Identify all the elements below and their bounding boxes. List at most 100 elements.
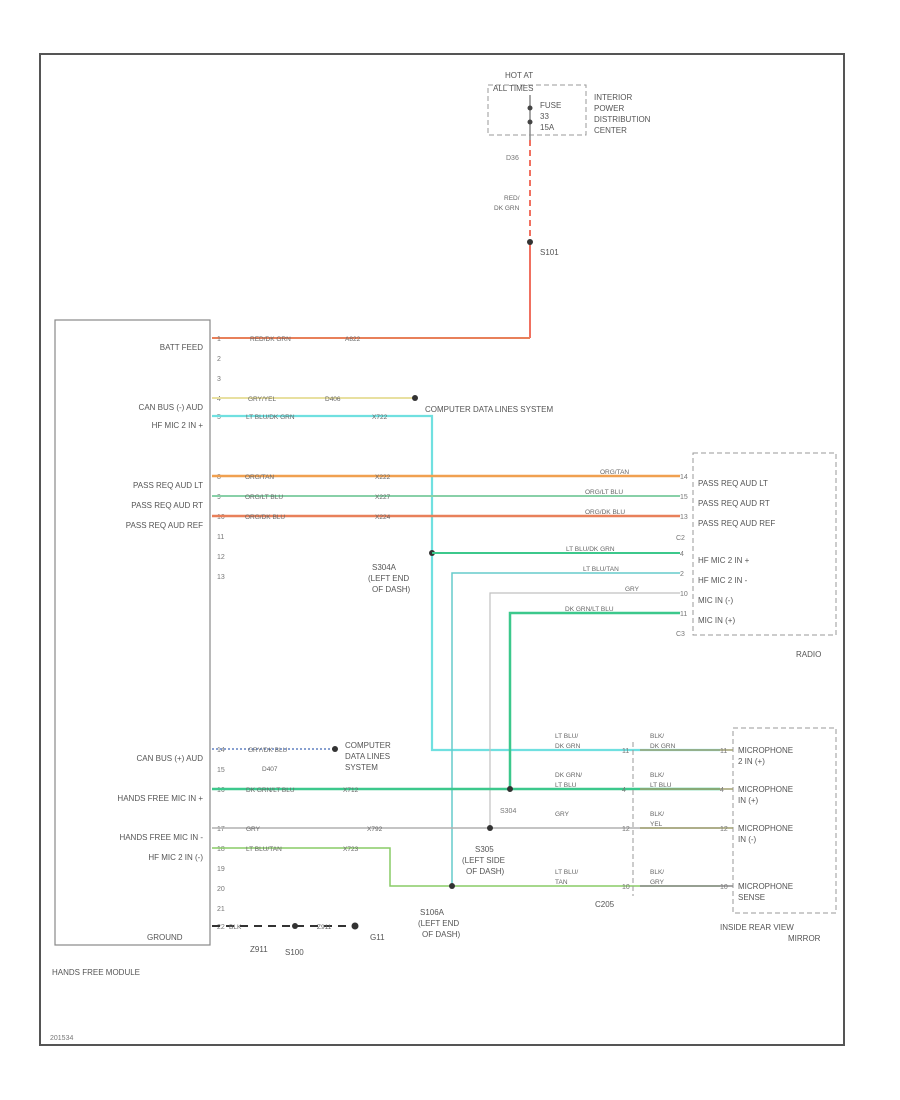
fuse-box-name-2: POWER <box>594 104 624 113</box>
mirror-pin-label-2: IN (+) <box>738 796 759 805</box>
hfm-pin-label: BATT FEED <box>160 343 203 352</box>
fuse-box-header-2: ALL TIMES <box>493 84 533 93</box>
hfm-pin-number: 22 <box>217 924 225 931</box>
hfm-pin-number: 12 <box>217 554 225 561</box>
hfm-pin-label: HF MIC 2 IN + <box>152 421 204 430</box>
ground-circuit-label: Z911 <box>250 945 268 954</box>
fuse-amps: 15A <box>540 123 555 132</box>
mirror-pin-number: 12 <box>720 826 728 833</box>
hfm-pin-number: 2 <box>217 356 221 363</box>
hfm-pin-label: PASS REQ AUD LT <box>133 481 203 490</box>
circuit-label: X722 <box>372 414 388 421</box>
fuse-box-name-4: CENTER <box>594 126 627 135</box>
splice-s304a-loc2: OF DASH) <box>372 585 411 594</box>
footer-code: 201534 <box>50 1035 73 1042</box>
radio-pin-label: HF MIC 2 IN - <box>698 576 748 585</box>
mirror-pin-number: 11 <box>720 748 727 755</box>
splice-s304-id: S304 <box>500 808 516 815</box>
fuse-box-name-3: DISTRIBUTION <box>594 115 651 124</box>
mirror-pin-label: MICROPHONE <box>738 882 793 891</box>
splice-s106a <box>449 883 455 889</box>
fuse-output-pin: D36 <box>506 155 519 162</box>
radio-pin-label: PASS REQ AUD LT <box>698 479 768 488</box>
radio-outline <box>692 452 837 636</box>
fuse-terminal <box>527 105 533 111</box>
hfm-pin-label: CAN BUS (+) AUD <box>137 754 204 763</box>
radio-wire-label: DK GRN/LT BLU <box>565 606 614 613</box>
mirror-name-2: MIRROR <box>788 934 821 943</box>
wire-label: GRY/YEL <box>248 396 276 403</box>
circuit-label: X723 <box>343 846 359 853</box>
hfm-pin-number: 5 <box>217 414 221 421</box>
circuit-label: X712 <box>343 787 359 794</box>
data-lines-label-2c: SYSTEM <box>345 763 378 772</box>
circuit-label: A822 <box>345 336 361 343</box>
hfm-pin-number: 19 <box>217 866 225 873</box>
feed-wire-color: RED/ <box>504 195 520 202</box>
radio-pin-label: MIC IN (-) <box>698 596 733 605</box>
wire-label: RED/DK GRN <box>250 336 291 343</box>
feed-wire-color-2: DK GRN <box>494 205 520 212</box>
hfm-pin-number: 4 <box>217 396 221 403</box>
hfm-pin-label: PASS REQ AUD RT <box>131 501 203 510</box>
splice-s304a-id: S304A <box>372 563 397 572</box>
wire-label: ORG/DK BLU <box>245 514 285 521</box>
wire-labels: RED/DK GRN A822 GRY/YEL D406 LT BLU/DK G… <box>229 336 391 957</box>
wire-label: BLK <box>229 924 242 931</box>
radio-pin-number: 11 <box>680 611 687 618</box>
mirror-wire-in-label: DK GRN/ <box>555 772 582 779</box>
splice-s305-loc1: (LEFT SIDE <box>462 856 505 865</box>
hands-free-module-name: HANDS FREE MODULE <box>52 968 140 977</box>
mirror-wire-out-label: BLK/ <box>650 869 664 876</box>
radio-pin-label: HF MIC 2 IN + <box>698 556 750 565</box>
mirror-connector-pin: 10 <box>622 884 630 891</box>
hfm-pin-number: 3 <box>217 376 221 383</box>
splice-s101 <box>527 239 533 245</box>
mirror-wire-out-label-2: LT BLU <box>650 782 672 789</box>
hands-free-module-ground-label: GROUND <box>147 933 183 942</box>
hfm-pin-number: 8 <box>217 474 221 481</box>
mirror-wire-in-label: LT BLU/ <box>555 869 578 876</box>
fuse-number: 33 <box>540 112 549 121</box>
ground-icon <box>351 922 359 930</box>
inside-rear-view-mirror: INSIDE REAR VIEW MIRROR C205 MICROPHONE2… <box>555 727 837 943</box>
mirror-pin-label: MICROPHONE <box>738 785 793 794</box>
mirror-wire-out-label: BLK/ <box>650 811 664 818</box>
radio-pin-number: 2 <box>680 571 684 578</box>
hfm-pin-number: 18 <box>217 846 225 853</box>
radio-pin-number: 14 <box>680 474 688 481</box>
hfm-pin-number: 17 <box>217 826 225 833</box>
mirror-wire-out-label-2: GRY <box>650 879 665 886</box>
mirror-wire-in-label: GRY <box>555 811 570 818</box>
wire-radio-hf-mic-2-minus <box>451 572 680 886</box>
circuit-label: X227 <box>375 494 391 501</box>
hfm-pin-number: 9 <box>217 494 221 501</box>
hfm-pin-number: 15 <box>217 767 225 774</box>
splice-s305-loc2: OF DASH) <box>466 867 505 876</box>
wire-radio-mic-minus <box>489 592 680 828</box>
mirror-pin-label-2: SENSE <box>738 893 765 902</box>
radio-pin-number: 4 <box>680 551 684 558</box>
hfm-pin-number: 21 <box>217 906 225 913</box>
ground-splice-label: S100 <box>285 948 304 957</box>
splice-s305 <box>487 825 493 831</box>
circuit-label: Z911 <box>317 924 332 931</box>
circuit-label: D407 <box>262 766 278 773</box>
hands-free-module-outline <box>54 319 211 946</box>
hfm-pin-number: 10 <box>217 514 225 521</box>
hfm-pin-number: 14 <box>217 747 225 754</box>
mirror-connector-label: C205 <box>595 900 615 909</box>
mirror-pin-number: 10 <box>720 884 728 891</box>
splice-s304a-loc1: (LEFT END <box>368 574 409 583</box>
radio-wire-label: ORG/DK BLU <box>585 509 625 516</box>
circuit-label: X222 <box>375 474 391 481</box>
radio-wire-label: ORG/LT BLU <box>585 489 623 496</box>
radio-pin-label: MIC IN (+) <box>698 616 735 625</box>
mirror-name-1: INSIDE REAR VIEW <box>720 923 794 932</box>
radio-wire-label: LT BLU/DK GRN <box>566 546 615 553</box>
diagram-frame <box>39 53 845 1046</box>
hfm-pin-label: PASS REQ AUD REF <box>126 521 203 530</box>
